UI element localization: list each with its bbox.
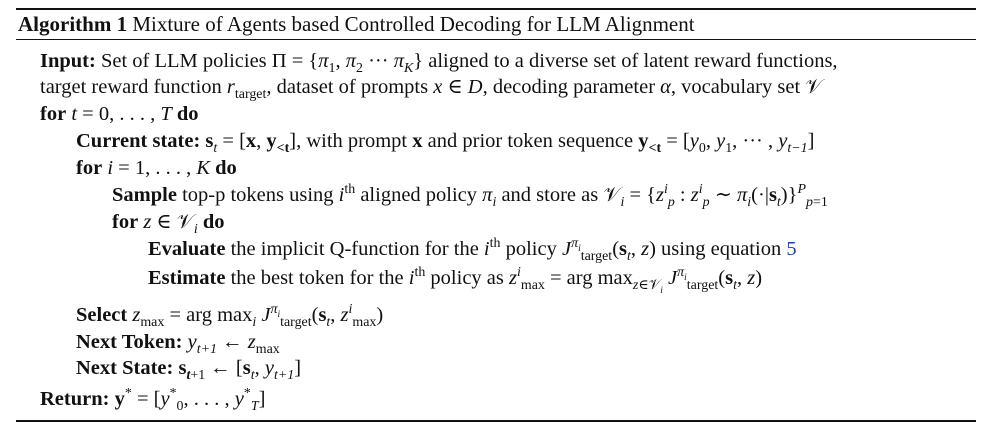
algorithm-label: Algorithm 1 [18, 12, 128, 36]
caption-rule [16, 39, 976, 40]
keyword-evaluate: Evaluate [148, 238, 226, 260]
algo-line-next-token: Next Token: yt+1 ← zmax [76, 331, 280, 358]
algo-line-return: Return: y* = [y*0, . . . , y*T] [40, 386, 266, 415]
algo-line-next-state: Next State: st+1 ← [st, yt+1] [76, 357, 302, 384]
keyword-for: for [76, 157, 103, 179]
keyword-estimate: Estimate [148, 267, 226, 289]
keyword-next-state: Next State: [76, 357, 174, 379]
top-rule [16, 8, 976, 10]
algorithm-title: Mixture of Agents based Controlled Decod… [132, 12, 695, 36]
algo-line-for-i: for i = 1, . . . , K do [76, 157, 237, 179]
algorithm-caption: Algorithm 1 Mixture of Agents based Cont… [18, 10, 695, 38]
keyword-return: Return: [40, 388, 110, 410]
algo-line-estimate: Estimate the best token for the ith poli… [148, 265, 763, 296]
algo-line-input: Input: Set of LLM policies Π = {π1, π2 ·… [40, 50, 838, 77]
keyword-next-token: Next Token: [76, 331, 183, 353]
keyword-do: do [176, 103, 199, 125]
keyword-for: for [40, 103, 67, 125]
algo-line-select: Select zmax = arg maxi Jπitarget(st, zim… [76, 302, 384, 331]
keyword-input: Input: [40, 50, 96, 72]
algo-line-sample: Sample top-p tokens using ith aligned po… [112, 182, 828, 211]
keyword-do: do [202, 211, 225, 233]
keyword-current-state: Current state: [76, 130, 201, 152]
equation-reference-link[interactable]: 5 [786, 238, 797, 260]
algo-line-evaluate: Evaluate the implicit Q-function for the… [148, 236, 797, 265]
algo-line-for-z: for z ∈ 𝒱i do [112, 211, 225, 238]
keyword-for: for [112, 211, 139, 233]
bottom-rule [16, 420, 976, 422]
keyword-select: Select [76, 304, 128, 326]
algo-line-for-t: for t = 0, . . . , T do [40, 103, 199, 125]
algo-line-input-cont: target reward function rtarget, dataset … [40, 76, 823, 103]
keyword-sample: Sample [112, 184, 177, 206]
keyword-do: do [215, 157, 237, 179]
algo-line-current-state: Current state: st = [x, y<t], with promp… [76, 130, 815, 157]
